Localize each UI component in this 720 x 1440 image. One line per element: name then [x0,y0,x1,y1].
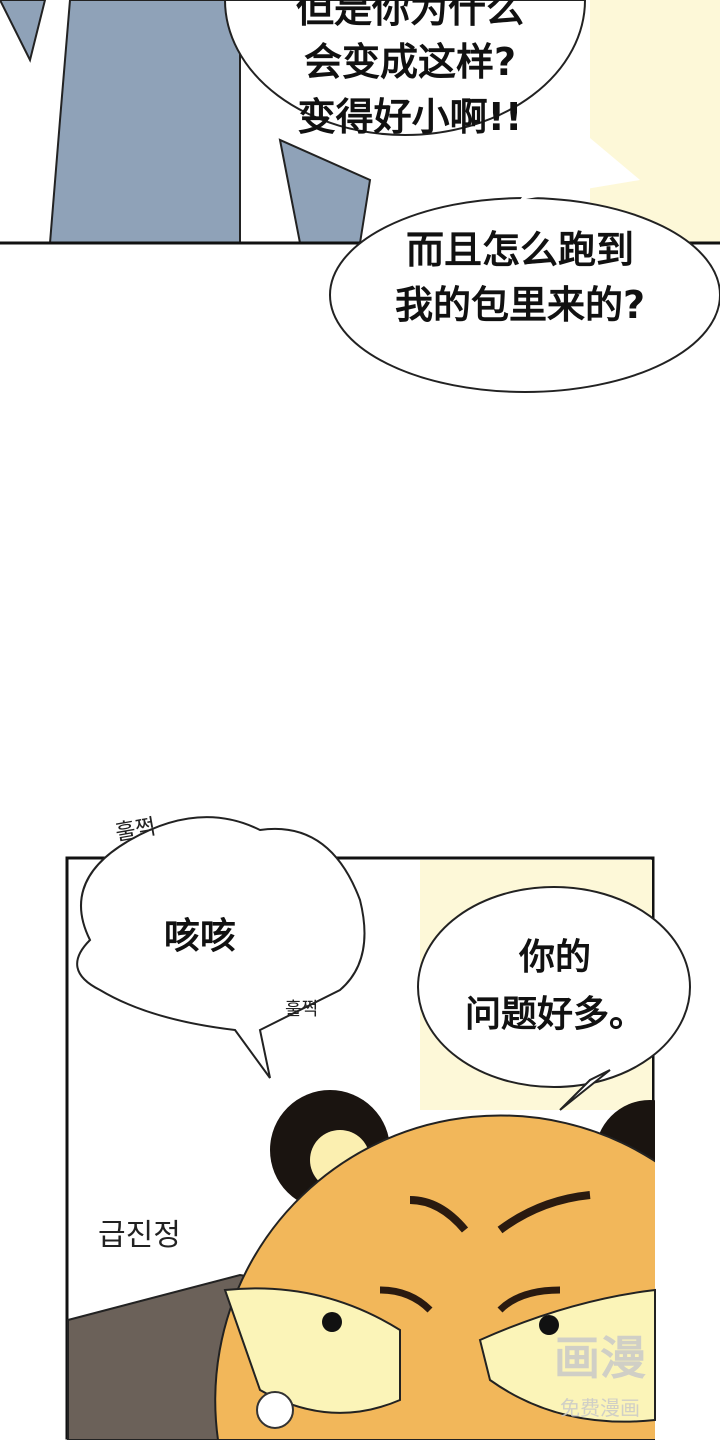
tear-drop [256,1391,294,1429]
cloud-bubble-text: 咳咳 [163,916,236,957]
sfx-sob-bottom: 훌쩍 [285,999,319,1020]
tiger-eye-left [223,1287,401,1414]
sfx-sudden-calm: 급진정 [98,1218,181,1253]
bubble1-line-3: 变得好小啊!! [297,95,523,139]
cream-background [590,0,720,243]
bubble3-line-2: 问题好多。 [464,994,645,1035]
jeans-legs [48,0,241,244]
bubble3-line-1: 你的 [518,937,591,978]
jeans-left [0,0,47,63]
bubble2-line-1: 而且怎么跑到 [405,228,634,272]
bubble1-line-1: 但是你为什么 [295,0,524,31]
cloud-bubble [76,816,366,1079]
speech-bubble-1 [223,0,587,136]
bubble1-line-2: 会变成这样? [303,40,517,84]
watermark-logo: 画漫 [554,1331,646,1385]
speech-bubble-3 [417,886,691,1088]
tiger-eye-right [478,1288,656,1423]
bubble2-line-2: 我的包里来的? [394,283,646,327]
watermark-caption: 免费漫画 [560,1396,640,1420]
